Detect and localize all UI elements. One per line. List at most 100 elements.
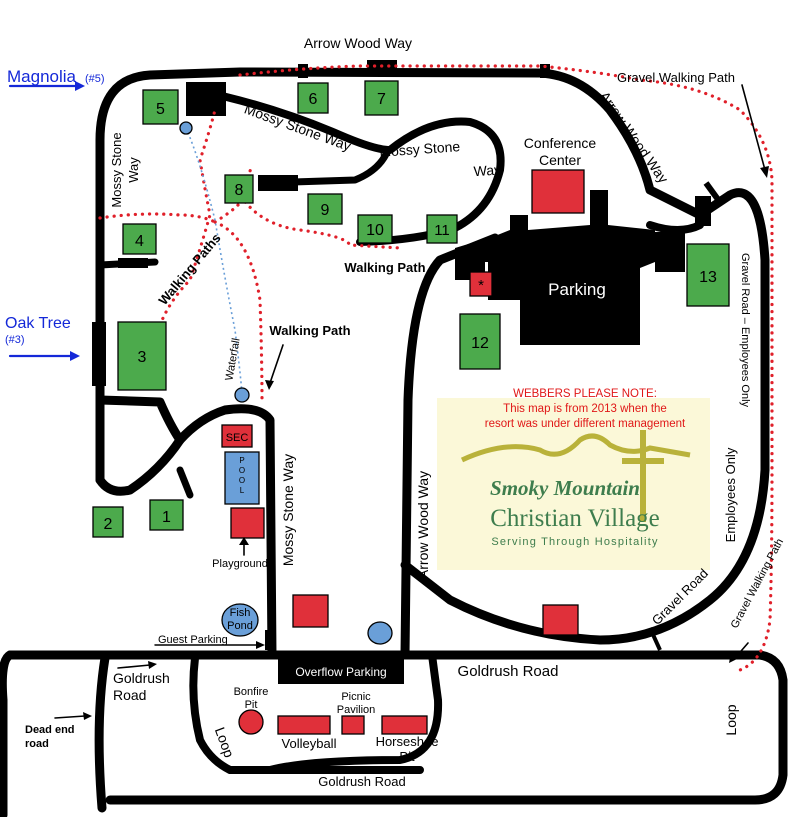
road-markers <box>92 60 725 651</box>
conference-center-building[interactable] <box>531 169 585 214</box>
loop-left-label: Loop <box>212 725 238 760</box>
volleyball-label: Volleyball <box>282 736 337 751</box>
mountain-outline-icon <box>460 433 691 463</box>
maintenance-building[interactable] <box>542 604 579 636</box>
magnolia-street-number: (#5) <box>85 73 105 85</box>
horseshoe-pit[interactable] <box>381 715 428 735</box>
notice-line-1: WEBBERS PLEASE NOTE: <box>513 388 657 400</box>
svg-text:6: 6 <box>309 91 318 108</box>
overflow-parking[interactable]: Overflow Parking <box>278 658 404 684</box>
sec-building[interactable] <box>221 424 253 448</box>
gravel-path-right-arrow-icon <box>734 642 749 659</box>
cabin-4[interactable]: 4 <box>122 223 157 255</box>
svg-text:3: 3 <box>138 349 147 366</box>
overflow-parking-label: Overflow Parking <box>295 665 386 679</box>
cabin-11[interactable]: 11 <box>426 214 458 244</box>
parking-lot: Parking <box>455 190 655 345</box>
walking-path-center-label: Walking Path <box>269 323 350 338</box>
cabin-9[interactable]: 9 <box>307 193 343 225</box>
mossy-stone-way-mid-label: Mossy StoneWay <box>379 135 502 185</box>
loop-right-label: Loop <box>723 704 739 735</box>
magnolia-street-label: Magnolia <box>7 67 77 86</box>
goldrush-arrow-icon <box>117 664 151 669</box>
employees-only-label: Employees Only <box>723 447 738 542</box>
oak-tree-street-label: Oak Tree <box>5 315 71 332</box>
cabin-3[interactable]: 3 <box>117 321 167 391</box>
dead-end-arrow-icon <box>54 715 86 719</box>
waterfall-stream <box>179 121 250 403</box>
playground-label: Playground <box>212 558 268 570</box>
svg-text:9: 9 <box>321 202 330 219</box>
cabin-13[interactable]: 13 <box>686 243 730 307</box>
overflow-pond <box>367 621 393 645</box>
notice-line-2: This map is from 2013 when the <box>503 403 667 415</box>
arrows <box>8 81 769 720</box>
cabin-12[interactable]: 12 <box>459 313 501 370</box>
waterfall-label: Waterfall <box>223 337 242 381</box>
svg-text:5: 5 <box>156 101 165 118</box>
walking-path-small-label: Walking Path <box>344 260 425 275</box>
bonfire-pit[interactable] <box>238 709 264 735</box>
logo-tagline: Serving Through Hospitality <box>491 536 658 548</box>
arrow-wood-way-diag-label: Arrow Wood Way <box>597 88 672 186</box>
gravel-walking-path-right-label: Gravel Walking Path <box>729 537 786 631</box>
svg-text:10: 10 <box>366 222 384 239</box>
oak-tree-street-number: (#3) <box>5 334 25 346</box>
gravel-road-employees-label: Gravel Road – Employees Only <box>739 253 751 408</box>
gravel-path-arrow-icon <box>741 84 766 171</box>
fish-pond[interactable] <box>221 603 259 637</box>
parking-label: Parking <box>548 280 606 299</box>
spring-icon <box>179 121 193 135</box>
arrow-wood-way-vert-label: Arrow Wood Way <box>415 471 431 579</box>
svg-text:13: 13 <box>699 269 717 286</box>
notice-line-3: resort was under different management <box>485 418 686 430</box>
walking-trails <box>98 64 774 672</box>
mossy-stone-way-down-label: Mossy Stone Way <box>280 454 296 566</box>
goldrush-road-bottom-label: Goldrush Road <box>318 774 405 789</box>
cabin-markers: 1 2 3 4 5 6 7 8 9 10 11 12 13 <box>92 80 730 538</box>
pool-building[interactable] <box>224 451 260 505</box>
waterfall-pool-icon <box>234 387 250 403</box>
svg-text:7: 7 <box>377 91 386 108</box>
office-building[interactable] <box>469 271 493 297</box>
notice-logo-box: WEBBERS PLEASE NOTE: This map is from 20… <box>437 388 710 570</box>
cabin-8[interactable]: 8 <box>224 174 254 204</box>
picnic-pavilion[interactable] <box>341 715 365 735</box>
gravel-walking-path-top-label: Gravel Walking Path <box>617 70 735 85</box>
cabin-6[interactable]: 6 <box>297 82 329 114</box>
svg-text:12: 12 <box>471 335 489 352</box>
cabin-5[interactable]: 5 <box>142 89 179 125</box>
office-star-label: * <box>478 277 484 294</box>
svg-text:2: 2 <box>104 516 113 533</box>
logo-line-1: Smoky Mountain <box>490 476 640 500</box>
logo-line-2: Christian Village <box>490 505 660 532</box>
cabin-1[interactable]: 1 <box>149 499 184 531</box>
svg-text:8: 8 <box>235 182 244 199</box>
svg-text:4: 4 <box>135 233 144 250</box>
cabin-2[interactable]: 2 <box>92 506 124 538</box>
cabin-10[interactable]: 10 <box>357 214 393 244</box>
cross-icon <box>640 430 646 522</box>
svg-text:11: 11 <box>434 222 450 239</box>
guest-parking-building[interactable] <box>292 594 329 628</box>
cabin-7[interactable]: 7 <box>364 80 399 116</box>
walking-paths-label: Walking Paths <box>155 230 223 307</box>
playground-area[interactable] <box>230 507 265 539</box>
sec-label: SEC <box>226 432 249 444</box>
volleyball-court[interactable] <box>277 715 331 735</box>
goldrush-road-top-label: Goldrush Road <box>458 663 559 680</box>
svg-text:1: 1 <box>162 509 171 526</box>
guest-parking-label: Guest Parking <box>158 634 228 646</box>
arrow-wood-way-top-label: Arrow Wood Way <box>304 35 412 51</box>
